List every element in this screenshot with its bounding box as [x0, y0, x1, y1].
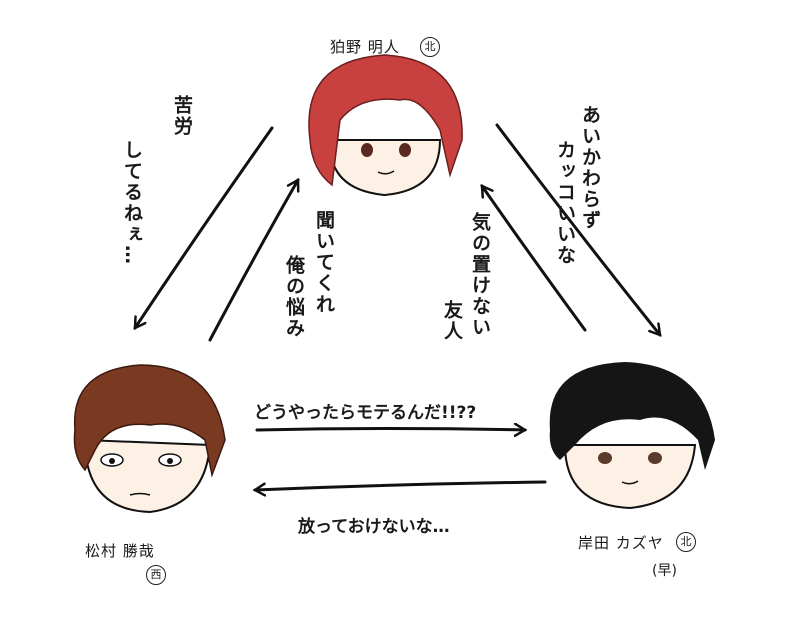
label-top-to-right-1: あいかわらず — [579, 105, 601, 231]
hair-right — [549, 362, 715, 470]
label-top-to-left-1: 苦労 — [171, 95, 193, 137]
hair-left — [73, 364, 226, 478]
arrow-left-to-top — [208, 180, 300, 342]
hair-top — [308, 54, 463, 187]
arrow-right-to-left — [255, 480, 547, 490]
sub-right: (早) — [652, 563, 677, 579]
label-left-to-top-1: 聞いてくれ — [313, 210, 335, 315]
name-right: 岸田 カズヤ — [578, 534, 664, 552]
arrow-right-to-top — [480, 186, 587, 332]
label-top-to-left-2: してるねぇ… — [121, 140, 143, 266]
name-left: 松村 勝哉 — [85, 542, 155, 560]
arrow-top-to-left — [133, 126, 274, 328]
face-right — [549, 362, 715, 510]
label-right-to-top-1: 気の置けない — [469, 212, 491, 338]
arrow-top-to-right — [495, 123, 660, 335]
label-top-to-right-2: カッコいいな — [554, 140, 576, 266]
face-left — [73, 364, 226, 514]
face-top — [308, 54, 463, 197]
label-right-to-left: 放っておけないな… — [298, 517, 450, 537]
label-left-to-top-2: 俺の悩み — [283, 255, 305, 339]
badge-left: 西 — [146, 565, 166, 585]
arrow-left-to-right — [255, 429, 525, 431]
badge-right: 北 — [676, 532, 696, 552]
badge-top: 北 — [420, 37, 440, 57]
name-top: 狛野 明人 — [330, 38, 400, 56]
label-right-to-top-2: 友人 — [441, 300, 463, 342]
label-left-to-right: どうやったらモテるんだ!!?? — [254, 403, 477, 423]
